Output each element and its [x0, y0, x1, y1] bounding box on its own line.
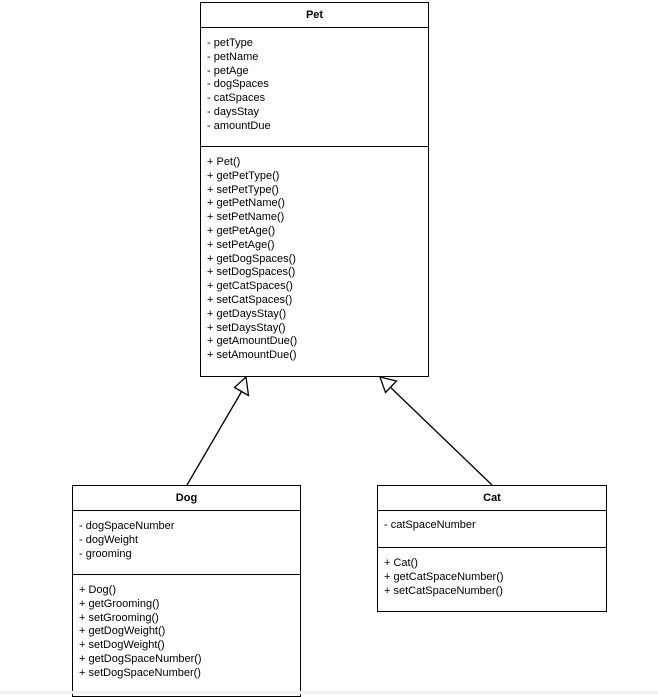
dog-method: + setGrooming() — [79, 611, 159, 624]
class-dog[interactable]: Dog - dogSpaceNumber- dogWeight- groomin… — [72, 485, 301, 697]
class-cat[interactable]: Cat - catSpaceNumber + Cat()+ getCatSpac… — [377, 485, 607, 612]
dog-method: + setDogWeight() — [79, 639, 165, 652]
class-dog-methods: + Dog()+ getGrooming()+ setGrooming()+ g… — [73, 575, 300, 681]
class-pet[interactable]: Pet - petType- petName- petAge- dogSpace… — [200, 2, 429, 377]
pet-method: + getAmountDue() — [207, 335, 298, 348]
pet-attribute: - dogSpaces — [207, 78, 269, 91]
class-cat-methods: + Cat()+ getCatSpaceNumber()+ setCatSpac… — [378, 548, 606, 598]
cat-inheritance-line — [390, 387, 493, 486]
page-bottom-edge — [0, 691, 658, 694]
pet-attribute: - daysStay — [207, 105, 259, 118]
pet-method: + setCatSpaces() — [207, 293, 293, 306]
pet-method: + getDogSpaces() — [207, 252, 296, 265]
pet-attribute: - petAge — [207, 64, 249, 77]
cat-inheritance-arrowhead — [378, 376, 398, 394]
cat-method: + setCatSpaceNumber() — [384, 584, 503, 597]
pet-method: + Pet() — [207, 156, 241, 168]
pet-method: + getCatSpaces() — [207, 280, 293, 293]
pet-attribute: - petType — [207, 37, 253, 49]
pet-attribute: - amountDue — [207, 119, 271, 132]
pet-method: + setPetName() — [207, 211, 285, 224]
dog-attribute: - grooming — [79, 547, 132, 560]
dog-method: + Dog() — [79, 584, 116, 596]
dog-inheritance-line — [186, 391, 243, 486]
class-pet-methods: + Pet()+ getPetType()+ setPetType()+ get… — [201, 147, 428, 363]
class-cat-attributes: - catSpaceNumber — [378, 511, 606, 548]
pet-method: + getDaysStay() — [207, 307, 287, 320]
dog-method: + setDogSpaceNumber() — [79, 666, 201, 679]
dog-inheritance-arrowhead — [233, 375, 250, 397]
class-cat-name: Cat — [378, 486, 606, 511]
class-pet-attributes: - petType- petName- petAge- dogSpaces- c… — [201, 28, 428, 147]
cat-attribute: - catSpaceNumber — [384, 519, 476, 531]
pet-method: + setDogSpaces() — [207, 266, 296, 279]
pet-attribute: - petName — [207, 50, 259, 63]
class-dog-attributes: - dogSpaceNumber- dogWeight- grooming — [73, 511, 300, 575]
pet-attribute: - catSpaces — [207, 92, 266, 105]
dog-attribute: - dogSpaceNumber — [79, 520, 175, 532]
dog-method: + getDogSpaceNumber() — [79, 652, 202, 665]
pet-method: + setAmountDue() — [207, 349, 297, 362]
pet-method: + setPetAge() — [207, 238, 275, 251]
pet-method: + setDaysStay() — [207, 321, 286, 334]
cat-method: + Cat() — [384, 557, 418, 569]
cat-method: + getCatSpaceNumber() — [384, 570, 504, 583]
class-pet-name: Pet — [201, 3, 428, 28]
dog-method: + getDogWeight() — [79, 625, 166, 638]
dog-attribute: - dogWeight — [79, 533, 139, 546]
pet-method: + getPetName() — [207, 197, 285, 210]
pet-method: + getPetType() — [207, 169, 280, 182]
pet-method: + setPetType() — [207, 183, 279, 196]
pet-method: + getPetAge() — [207, 224, 276, 237]
dog-method: + getGrooming() — [79, 597, 160, 610]
class-dog-name: Dog — [73, 486, 300, 511]
